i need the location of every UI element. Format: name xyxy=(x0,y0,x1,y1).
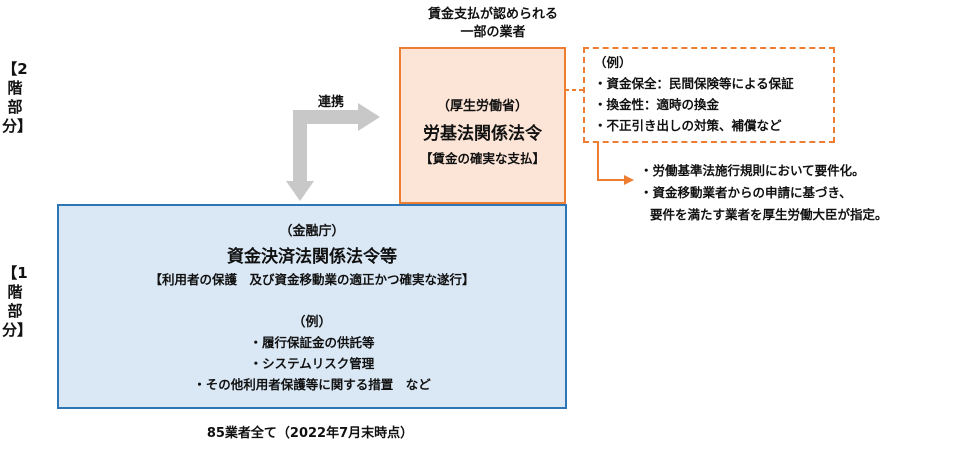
tier2-examples-heading: （例） xyxy=(594,55,632,70)
bottom-caption: 85業者全て（2022年7月末時点） xyxy=(206,426,414,441)
upper-caption-line-2: 一部の業者 xyxy=(460,25,526,40)
upper-caption-line-1: 賃金支払が認められる xyxy=(427,7,558,22)
tier2-law: 労基法関係法令 xyxy=(423,124,542,144)
tier2-box: （厚生労働省） 労基法関係法令 【賃金の確実な支払】 xyxy=(399,47,566,204)
tier1-example-item: ・その他利用者保護等に関する措置 など xyxy=(193,377,431,392)
tier2-notes: ・労働基準法施行規則において要件化。 ・資金移動業者からの申請に基づき、 要件を… xyxy=(640,160,888,226)
tier2-note: 要件を満たす業者を厚生労働大臣が指定。 xyxy=(650,207,888,222)
tier1-example-item: ・システムリスク管理 xyxy=(249,356,375,371)
tier2-label: 【2階部分】 xyxy=(2,60,33,135)
tier1-label: 【1階部分】 xyxy=(2,264,33,339)
tier1-law: 資金決済法関係法令等 xyxy=(227,247,397,267)
tier2-note: ・労働基準法施行規則において要件化。 xyxy=(640,163,865,178)
tier2-example-item: ・換金性：適時の換金 xyxy=(594,97,720,112)
tier2-example-item: ・資金保全：民間保険等による保証 xyxy=(594,76,794,91)
examples-connector xyxy=(565,89,585,91)
tier1-box: （金融庁） 資金決済法関係法令等 【利用者の保護 及び資金移動業の適正かつ確実な… xyxy=(57,204,567,409)
link-label: 連携 xyxy=(318,95,345,110)
upper-caption: 賃金支払が認められる 一部の業者 xyxy=(388,6,598,42)
tier2-note: ・資金移動業者からの申請に基づき、 xyxy=(640,185,852,200)
tier1-example-heading: （例） xyxy=(292,315,332,330)
tier2-ministry: （厚生労働省） xyxy=(436,99,528,114)
tier1-example-item: ・履行保証金の供託等 xyxy=(249,335,375,350)
tier1-agency: （金融庁） xyxy=(279,224,345,239)
tier1-purpose: 【利用者の保護 及び資金移動業の適正かつ確実な遂行】 xyxy=(149,272,475,287)
tier2-purpose: 【賃金の確実な支払】 xyxy=(419,151,545,166)
tier2-examples-box: （例） ・資金保全：民間保険等による保証 ・換金性：適時の換金 ・不正引き出しの… xyxy=(583,47,835,143)
tier2-example-item: ・不正引き出しの対策、補償など xyxy=(594,118,782,133)
notes-arrow xyxy=(597,142,634,185)
link-arrow xyxy=(286,103,380,201)
